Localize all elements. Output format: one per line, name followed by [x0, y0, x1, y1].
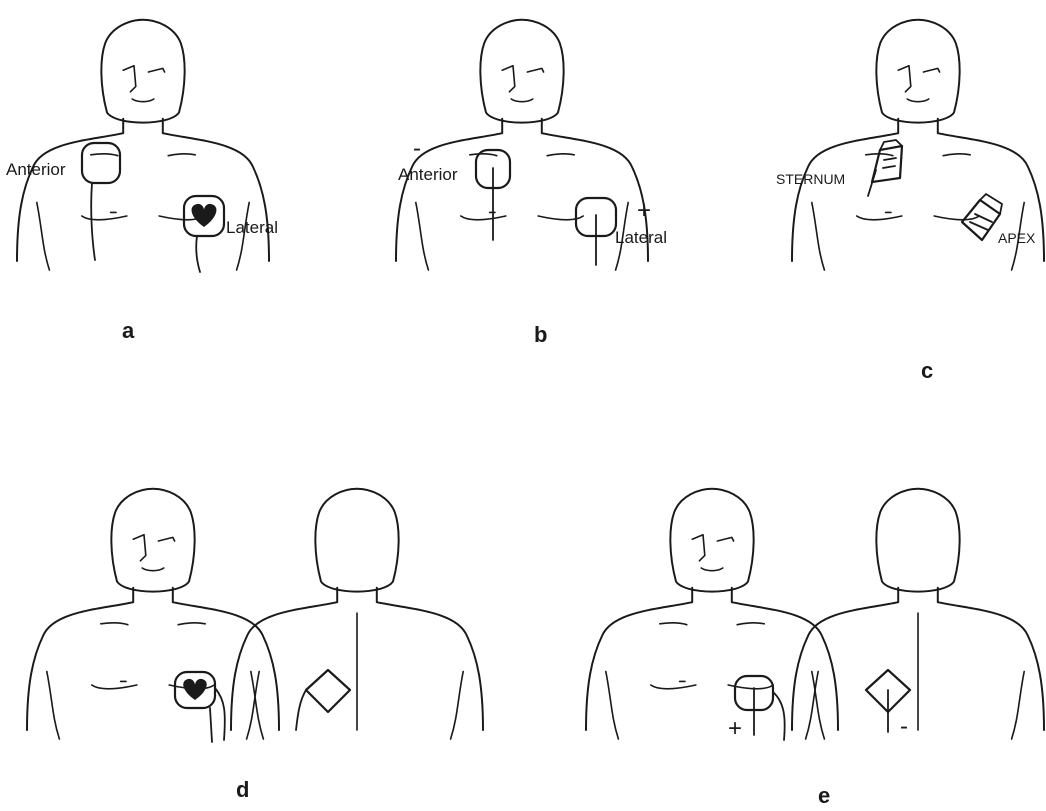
heart-icon — [192, 204, 217, 227]
heart-icon — [183, 679, 206, 700]
posterior-pad-cable — [296, 690, 306, 730]
sternum-label: STERNUM — [776, 171, 845, 187]
anterior-pad — [82, 143, 120, 183]
paddle-icon — [868, 140, 902, 196]
panel-b: Anterior - + Lateral b — [396, 20, 667, 347]
paddle-icon — [962, 194, 1002, 240]
panel-letter: b — [534, 322, 547, 347]
front-torso — [27, 489, 279, 739]
back-torso — [792, 489, 1044, 739]
panel-d: d — [27, 489, 483, 802]
positive-sign: + — [637, 197, 651, 224]
anterior-label: Anterior — [6, 160, 66, 179]
lateral-label: Lateral — [226, 218, 278, 237]
anterior-pad-cable — [215, 688, 225, 740]
front-torso — [396, 20, 648, 270]
anterior-pad-cable — [91, 183, 95, 260]
back-torso — [231, 489, 483, 739]
front-torso — [586, 489, 838, 739]
panel-letter: e — [818, 783, 830, 808]
panel-letter: d — [236, 777, 249, 802]
panel-letter: c — [921, 358, 933, 383]
lateral-label: Lateral — [615, 228, 667, 247]
negative-sign: - — [900, 713, 908, 740]
anterior-pad-cable — [773, 692, 785, 740]
lateral-pad-cable — [196, 236, 200, 272]
panel-c: STERNUM APEX c — [776, 20, 1044, 383]
panel-a: Anterior Lateral a — [6, 20, 278, 343]
posterior-pad — [306, 670, 350, 712]
panel-letter: a — [122, 318, 135, 343]
anterior-pad-cable — [210, 708, 212, 742]
panel-e: + - e — [586, 489, 1044, 808]
anterior-label: Anterior — [398, 165, 458, 184]
positive-sign: + — [728, 715, 742, 742]
apex-label: APEX — [998, 230, 1036, 246]
negative-sign: - — [413, 135, 421, 162]
